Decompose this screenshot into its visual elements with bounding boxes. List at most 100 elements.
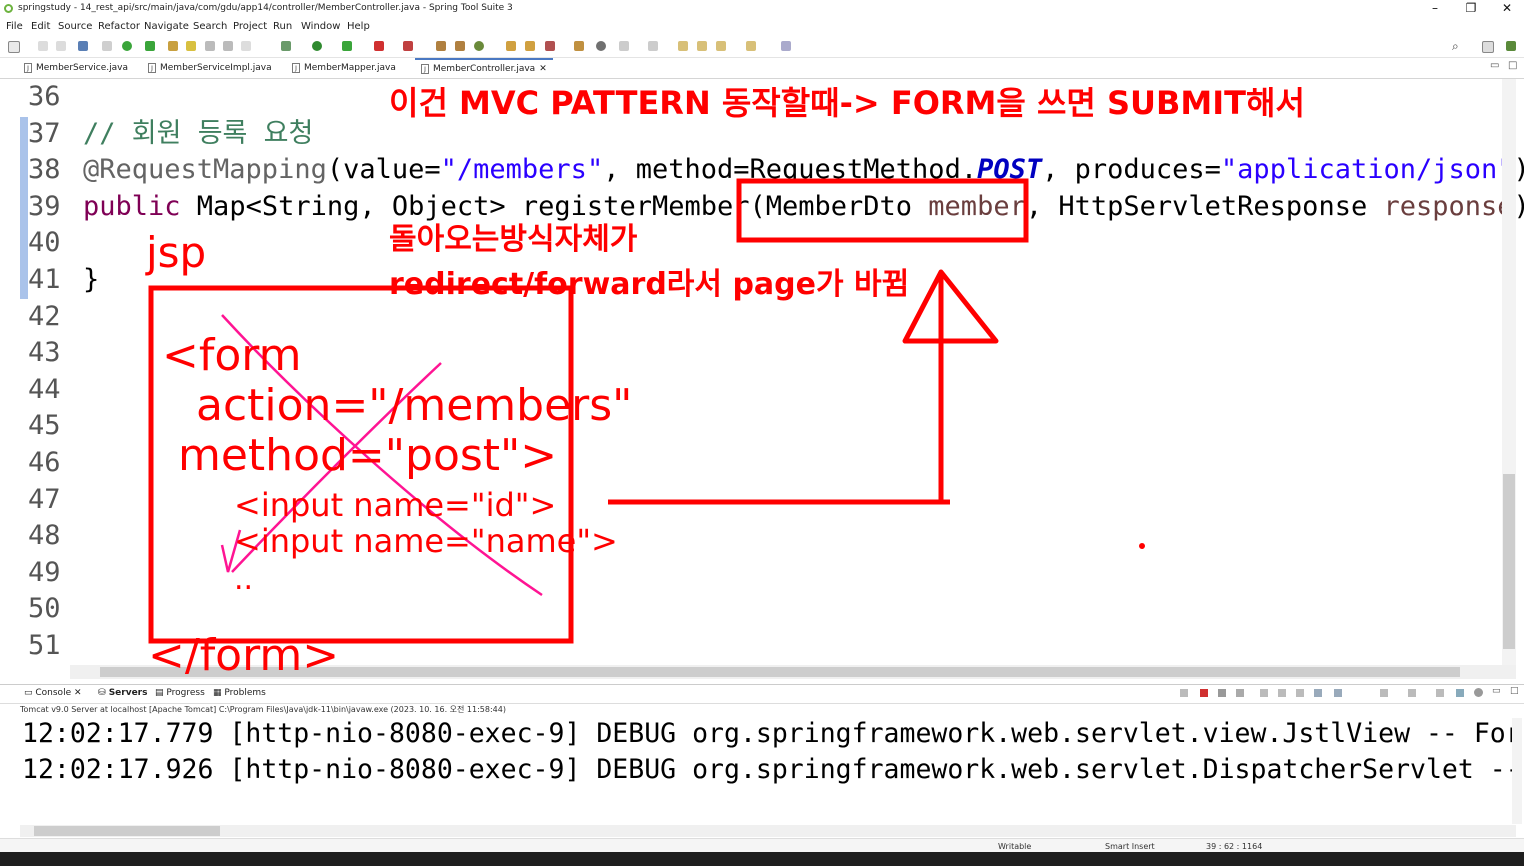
open-task-icon[interactable] <box>525 41 535 51</box>
next-annotation-icon[interactable] <box>619 41 629 51</box>
debug-icon[interactable] <box>281 41 291 51</box>
menu-project[interactable]: Project <box>233 21 268 32</box>
line-number: 49 <box>28 556 61 588</box>
block-select-icon[interactable] <box>205 41 215 51</box>
save-icon[interactable] <box>38 41 48 51</box>
search-icon[interactable]: ⌕ <box>1452 39 1459 53</box>
open-type-icon[interactable] <box>506 41 516 51</box>
terminate-icon[interactable] <box>1200 689 1208 697</box>
stop-icon[interactable] <box>374 41 384 51</box>
tab-member-controller[interactable]: J MemberController.java ✕ <box>415 58 553 78</box>
menu-navigate[interactable]: Navigate <box>144 21 189 32</box>
line-number: 47 <box>28 483 61 515</box>
new-package-icon[interactable] <box>436 41 446 51</box>
line-number: 50 <box>28 593 61 625</box>
console-settings-icon[interactable] <box>1456 689 1464 697</box>
back-icon[interactable] <box>697 41 707 51</box>
line-number: 42 <box>28 300 61 332</box>
new-icon[interactable] <box>8 41 20 53</box>
tab-console[interactable]: ▭ Console ✕ <box>24 688 82 698</box>
new-class-icon[interactable] <box>455 41 465 51</box>
tab-member-mapper[interactable]: J MemberMapper.java <box>292 58 396 78</box>
spring-boot-icon[interactable] <box>122 41 132 51</box>
spring-tool-suite-icon <box>4 4 13 13</box>
console-tab-bar: ▭ Console ✕ ⛁ Servers ▤ Progress ▦ Probl… <box>0 684 1524 704</box>
console-horizontal-scrollbar[interactable] <box>20 825 1516 837</box>
forward-arrow-icon[interactable] <box>746 41 756 51</box>
pin-editor-icon[interactable] <box>781 41 791 51</box>
display-console-icon[interactable] <box>1380 689 1388 697</box>
gear-icon[interactable] <box>1474 688 1483 697</box>
last-edit-icon[interactable] <box>678 41 688 51</box>
editor-horizontal-scroll-thumb[interactable] <box>100 667 1460 677</box>
editor-ruler <box>0 79 18 665</box>
toggle-mark-icon[interactable] <box>168 41 178 51</box>
show-whitespace-icon[interactable] <box>241 41 251 51</box>
show-on-error-icon[interactable] <box>1314 689 1322 697</box>
tab-problems[interactable]: ▦ Problems <box>213 688 266 698</box>
minimize-editor-icon[interactable]: ▭ <box>1490 60 1500 71</box>
menu-file[interactable]: File <box>6 21 23 32</box>
line-number: 51 <box>28 630 61 661</box>
line-number: 38 <box>28 154 61 186</box>
menu-run[interactable]: Run <box>273 21 293 32</box>
jsp-form-box <box>148 285 574 644</box>
close-window-button[interactable]: ✕ <box>1501 1 1513 15</box>
remove-launch-icon[interactable] <box>1218 689 1226 697</box>
menu-bar: File Edit Source Refactor Navigate Searc… <box>0 19 1524 35</box>
console-horizontal-scroll-thumb[interactable] <box>34 826 220 836</box>
menu-search[interactable]: Search <box>193 21 228 32</box>
remove-all-icon[interactable] <box>1236 689 1244 697</box>
skip-breakpoints-icon[interactable] <box>102 41 112 51</box>
open-console-icon[interactable] <box>1408 689 1416 697</box>
word-wrap-icon[interactable] <box>223 41 233 51</box>
code-editor[interactable]: 36 37 38 39 40 41 42 43 44 45 46 47 48 4… <box>0 79 1524 679</box>
prev-annotation-icon[interactable] <box>648 41 658 51</box>
open-perspective-icon[interactable] <box>1482 41 1494 53</box>
annotation-ellipsis: .. <box>234 562 254 597</box>
search-folder-icon[interactable] <box>574 41 584 51</box>
tab-progress[interactable]: ▤ Progress <box>155 688 205 698</box>
terminal-icon[interactable] <box>78 41 88 51</box>
minimize-view-icon[interactable]: ▭ <box>1492 686 1501 696</box>
close-tab-icon[interactable]: ✕ <box>539 64 547 74</box>
save-all-icon[interactable] <box>56 41 66 51</box>
clear-console-icon[interactable] <box>1180 689 1188 697</box>
menu-window[interactable]: Window <box>301 21 341 32</box>
external-tools-icon[interactable] <box>403 41 413 51</box>
minimize-button[interactable]: – <box>1432 1 1438 15</box>
menu-edit[interactable]: Edit <box>31 21 51 32</box>
globe-icon[interactable] <box>596 41 606 51</box>
coverage-icon[interactable] <box>342 41 352 51</box>
word-wrap-icon[interactable] <box>1278 689 1286 697</box>
tab-servers[interactable]: ⛁ Servers <box>98 688 147 698</box>
java-perspective-icon[interactable] <box>1506 41 1516 51</box>
scroll-lock-icon[interactable] <box>1260 689 1268 697</box>
highlight-icon[interactable] <box>186 41 196 51</box>
maximize-view-icon[interactable]: □ <box>1510 686 1519 696</box>
menu-refactor[interactable]: Refactor <box>98 21 140 32</box>
menu-help[interactable]: Help <box>347 21 370 32</box>
close-tab-icon[interactable]: ✕ <box>73 688 82 698</box>
pencil-icon[interactable] <box>545 41 555 51</box>
highlight-box <box>736 178 1029 243</box>
console-line: 12:02:17.779 [http-nio-8080-exec-9] DEBU… <box>22 718 1522 749</box>
maximize-button[interactable]: ❐ <box>1465 1 1477 15</box>
pin-console-icon[interactable] <box>1334 689 1342 697</box>
maximize-editor-icon[interactable]: □ <box>1508 60 1518 71</box>
new-spring-icon[interactable] <box>474 41 484 51</box>
status-insert-mode: Smart Insert <box>1105 842 1155 851</box>
tab-member-service-impl[interactable]: J MemberServiceImpl.java <box>148 58 272 78</box>
menu-source[interactable]: Source <box>58 21 93 32</box>
editor-vertical-scroll-thumb[interactable] <box>1503 474 1515 649</box>
show-on-output-icon[interactable] <box>1296 689 1304 697</box>
back-arrow-icon[interactable] <box>716 41 726 51</box>
refresh-icon[interactable] <box>145 41 155 51</box>
console-vertical-scrollbar[interactable] <box>1512 718 1522 824</box>
tab-member-service[interactable]: J MemberService.java <box>24 58 128 78</box>
console-view-icon[interactable] <box>1436 689 1444 697</box>
run-icon[interactable] <box>312 41 322 51</box>
tab-label: MemberController.java <box>433 64 536 74</box>
annotation-form-close: </form> <box>148 630 340 681</box>
